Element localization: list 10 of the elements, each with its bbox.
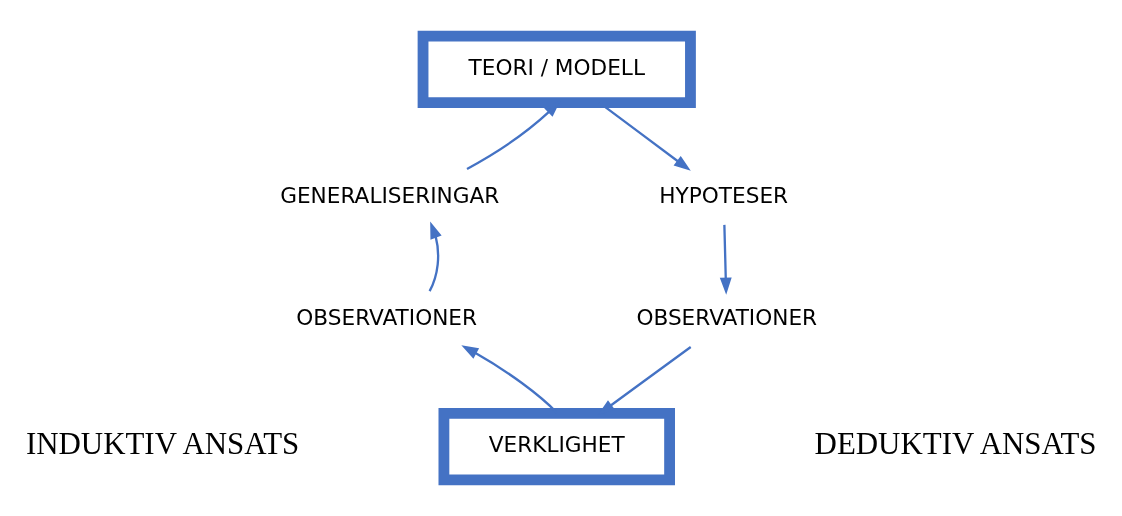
- node-text: OBSERVATIONER: [636, 304, 818, 330]
- arrow: [428, 221, 442, 292]
- node-text: HYPOTESER: [659, 182, 789, 208]
- arrow: [719, 224, 732, 295]
- label: DEDUKTIV ANSATS: [814, 426, 1097, 462]
- node-text: GENERALISERINGAR: [280, 182, 500, 208]
- node-box: VERKLIGHET: [438, 407, 675, 486]
- label: INDUKTIV ANSATS: [25, 426, 300, 462]
- node-box: TEORI / MODELL: [417, 30, 696, 109]
- node-text: OBSERVATIONER: [296, 304, 478, 330]
